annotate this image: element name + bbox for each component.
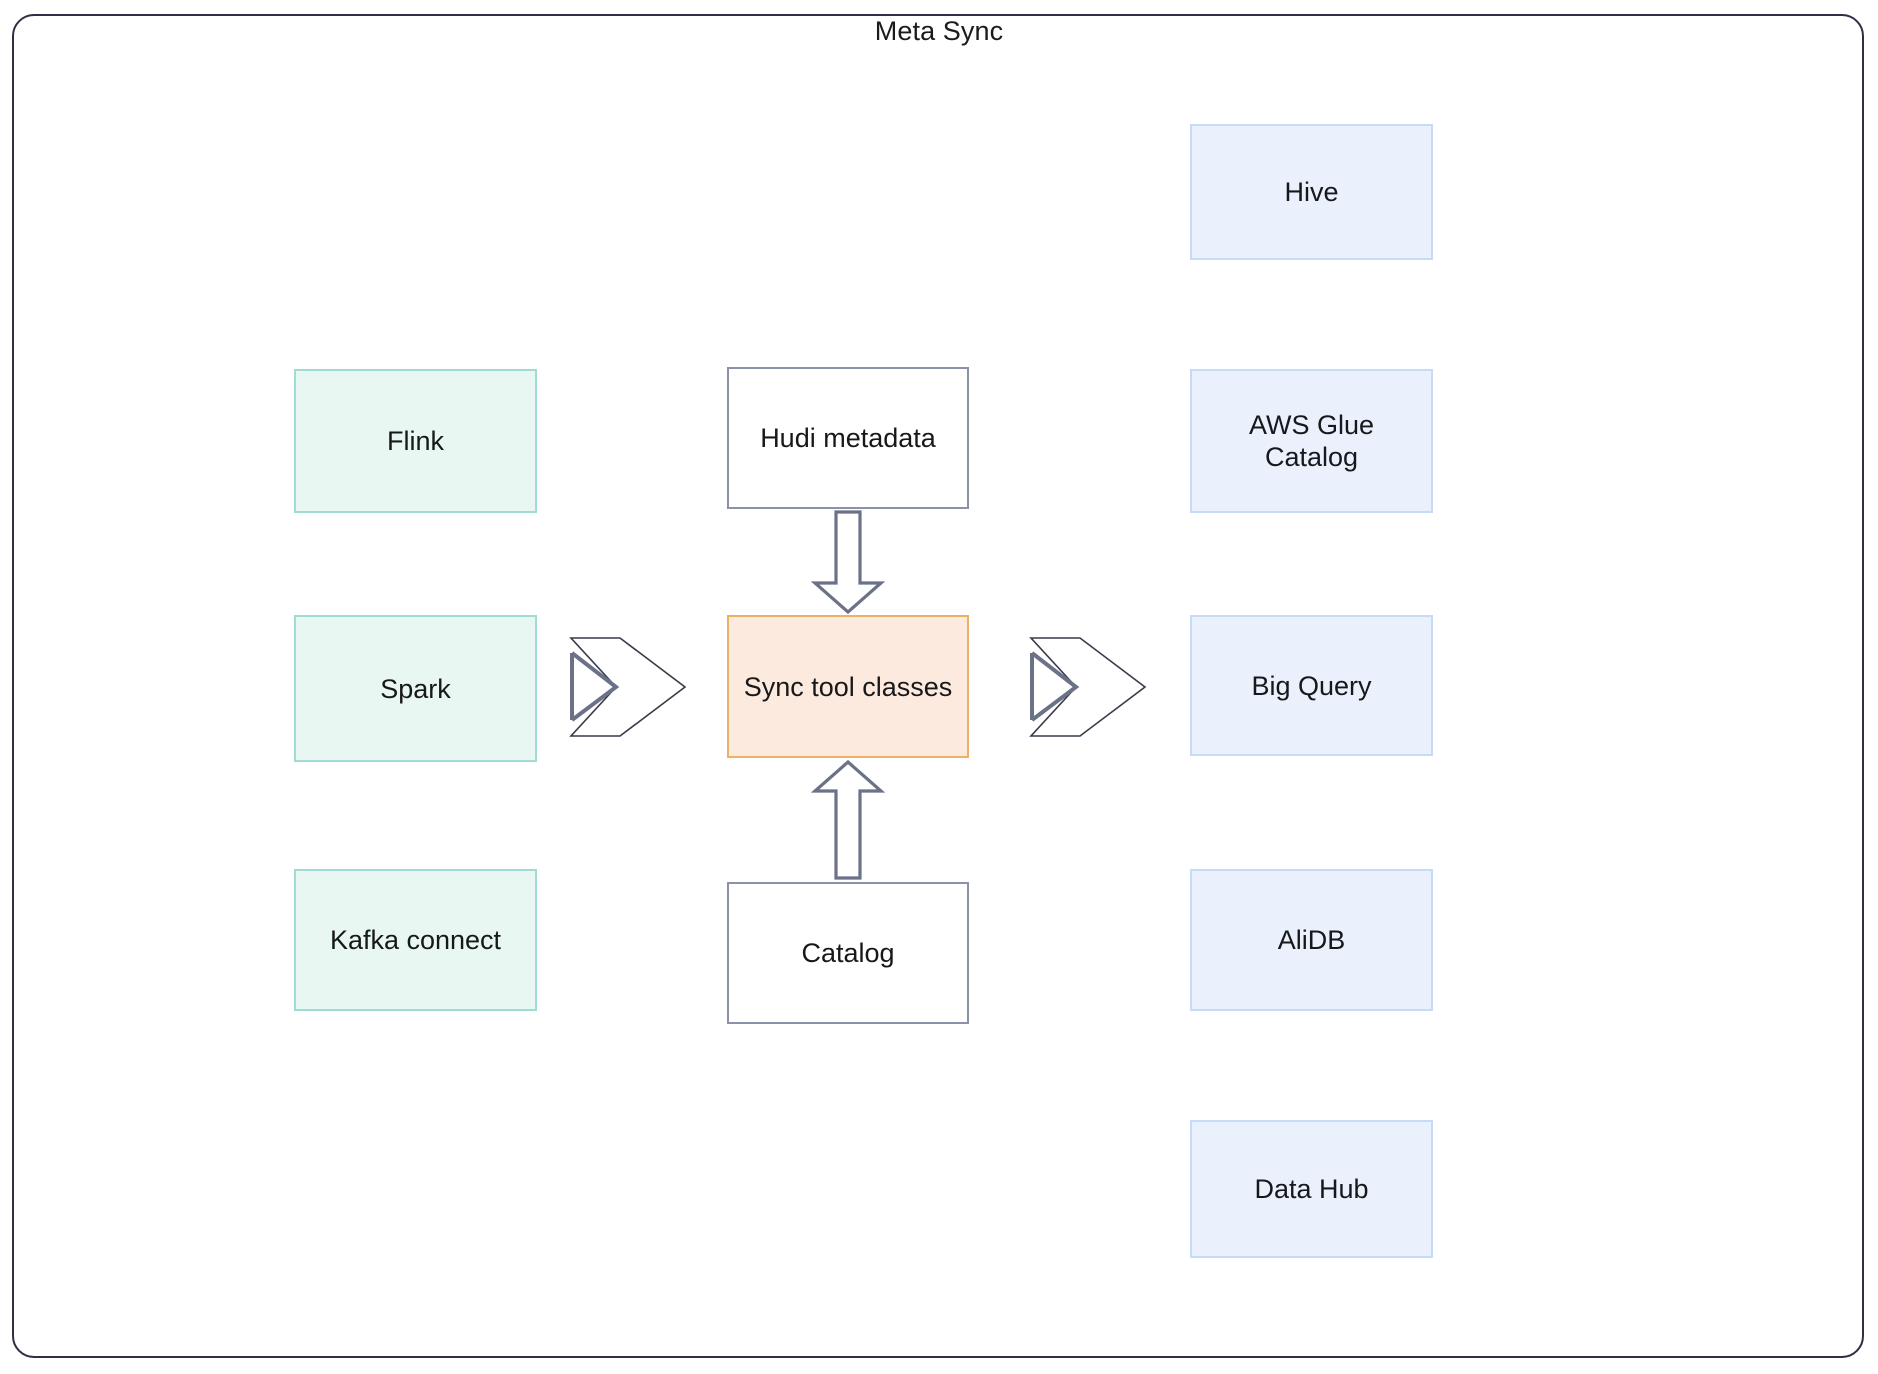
node-label: Hudi metadata [760, 423, 936, 453]
diagram-frame [12, 14, 1864, 1358]
node-kafka-connect[interactable]: Kafka connect [294, 869, 537, 1011]
node-aws-glue-catalog[interactable]: AWS Glue Catalog [1190, 369, 1433, 513]
node-label: Spark [380, 673, 451, 704]
node-hive[interactable]: Hive [1190, 124, 1433, 260]
node-label: Data Hub [1254, 1174, 1369, 1204]
node-hudi-metadata[interactable]: Hudi metadata [727, 367, 969, 509]
node-label: Hive [1284, 177, 1339, 207]
node-flink[interactable]: Flink [294, 369, 537, 513]
node-label: AWS Glue Catalog [1248, 410, 1375, 472]
node-label: Catalog [801, 938, 895, 968]
node-data-hub[interactable]: Data Hub [1190, 1120, 1433, 1258]
node-label: Kafka connect [329, 925, 502, 955]
node-big-query[interactable]: Big Query [1190, 615, 1433, 756]
node-spark[interactable]: Spark [294, 615, 537, 762]
node-sync-tool-classes[interactable]: Sync tool classes [727, 615, 969, 758]
page-title: Meta Sync [874, 16, 1004, 46]
node-label: Big Query [1251, 670, 1372, 701]
node-alidb[interactable]: AliDB [1190, 869, 1433, 1011]
node-label: AliDB [1277, 925, 1346, 955]
node-label: Flink [386, 426, 444, 456]
node-catalog[interactable]: Catalog [727, 882, 969, 1024]
node-label: Sync tool classes [743, 671, 953, 702]
